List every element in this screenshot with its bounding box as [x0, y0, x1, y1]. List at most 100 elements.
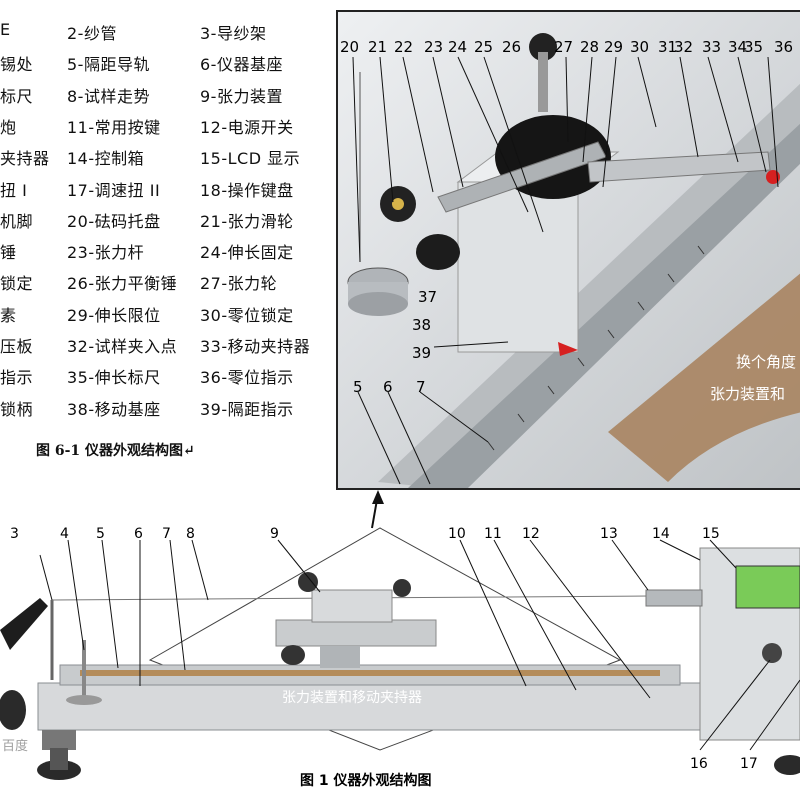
instrument-base	[37, 667, 800, 731]
main-part-number: 12	[522, 526, 540, 542]
guide-rail	[378, 83, 800, 488]
overlay-text-2: 张力装置和	[710, 385, 785, 403]
photo-part-number: 23	[424, 38, 443, 56]
reel-27	[529, 33, 557, 61]
legend-item: 29-伸长限位	[67, 305, 161, 325]
pulley-hub	[392, 198, 404, 210]
yarn-line	[51, 595, 651, 601]
label-7: 7	[416, 378, 426, 396]
main-part-number: 13	[600, 526, 618, 542]
legend-item: 压板	[0, 337, 34, 356]
legend-item: 39-隔距指示	[200, 399, 294, 419]
moving-base	[320, 646, 360, 668]
label-16: 16	[690, 756, 708, 772]
knob-37	[416, 234, 460, 270]
angle-plate	[608, 273, 800, 482]
photo-part-number: 35	[744, 38, 763, 56]
legend-item: 26-张力平衡锤	[67, 274, 178, 294]
legend-item: 14-控制箱	[67, 149, 145, 169]
photo-part-number: 27	[554, 38, 573, 56]
tension-knob	[298, 572, 318, 592]
label-37: 37	[418, 288, 437, 306]
legend-item: 锁定	[0, 274, 34, 294]
legend-item: 扭 I	[0, 180, 28, 200]
legend-item: 32-试样夹入点	[67, 337, 178, 356]
legend-item: 35-伸长标尺	[67, 368, 161, 388]
scale-strip	[408, 123, 800, 488]
speed-knob-1	[762, 643, 782, 663]
main-part-number: 15	[702, 526, 720, 542]
main-leaders	[39, 539, 800, 751]
clamp-holder	[645, 589, 703, 607]
legend-item: 炮	[0, 117, 17, 137]
photo-part-number: 36	[774, 38, 793, 56]
legend-item: 6-仪器基座	[200, 55, 283, 75]
legend-item: 9-张力装置	[200, 86, 283, 106]
legend-item: 33-移动夹持器	[200, 337, 311, 356]
lcd-display	[735, 565, 800, 609]
overlay-text-1: 换个角度	[736, 353, 796, 371]
legend-item: 机脚	[0, 211, 34, 231]
photo-part-number: 33	[702, 38, 721, 56]
photo-leaders	[352, 56, 779, 485]
clamp-arm	[587, 151, 771, 183]
label-6: 6	[383, 378, 393, 396]
legend-item: 12-电源开关	[200, 117, 294, 137]
reel-post	[538, 52, 548, 112]
photo-part-number: 26	[502, 38, 521, 56]
photo-part-number: 24	[448, 38, 467, 56]
weight-tray-bottom	[348, 292, 408, 316]
zoom-region	[148, 527, 622, 751]
legend-item: 夹持器	[0, 149, 50, 169]
legend-item: 锤	[0, 243, 17, 263]
legend-item: 23-张力杆	[67, 243, 145, 263]
legend-item: 38-移动基座	[67, 399, 161, 419]
photo-part-number: 22	[394, 38, 413, 56]
legend-item: 指示	[0, 368, 34, 388]
clamp-knob	[393, 579, 411, 597]
left-knob	[0, 690, 26, 730]
main-part-number: 10	[448, 526, 466, 542]
photo-part-number: 20	[340, 38, 359, 56]
label-5: 5	[353, 378, 363, 396]
legend-item: 17-调速扭 II	[67, 180, 161, 200]
main-part-number: 5	[96, 526, 105, 542]
legend-item: 2-纱管	[67, 24, 117, 43]
main-part-number: 4	[60, 526, 69, 542]
gauge-pointer	[558, 342, 578, 356]
foot-pad-right	[774, 755, 800, 775]
legend-item: 15-LCD 显示	[200, 149, 301, 169]
bobbin	[0, 598, 48, 650]
label-38: 38	[412, 316, 431, 334]
photo-part-number: 25	[474, 38, 493, 56]
foot-left	[42, 730, 76, 750]
legend-item: 锡处	[0, 55, 34, 75]
photo-part-number: 31	[658, 38, 677, 56]
tension-base-plate	[275, 619, 437, 647]
control-box	[699, 547, 800, 741]
spool-base	[66, 695, 102, 705]
legend-item: 21-张力滑轮	[200, 211, 294, 231]
main-part-number: 9	[270, 526, 279, 542]
scale-bar	[80, 670, 660, 676]
zoom-arrowhead	[372, 490, 384, 504]
legend-item: 标尺	[0, 86, 34, 106]
legend-item: 3-导纱架	[200, 24, 267, 43]
main-part-number: 7	[162, 526, 171, 542]
photo-part-number: 30	[630, 38, 649, 56]
main-caption: 图 1 仪器外观结构图	[300, 772, 432, 789]
main-part-number: 8	[186, 526, 195, 542]
label-39: 39	[412, 344, 431, 362]
moving-base-block	[457, 181, 579, 353]
main-part-number: 11	[484, 526, 502, 542]
center-label: 张力装置和移动夹持器	[282, 690, 422, 706]
main-part-number: 14	[652, 526, 670, 542]
foot-pad-left	[37, 760, 81, 780]
legend-item: 8-试样走势	[67, 86, 150, 106]
legend-item: 素	[0, 305, 17, 325]
photo-part-number: 32	[674, 38, 693, 56]
